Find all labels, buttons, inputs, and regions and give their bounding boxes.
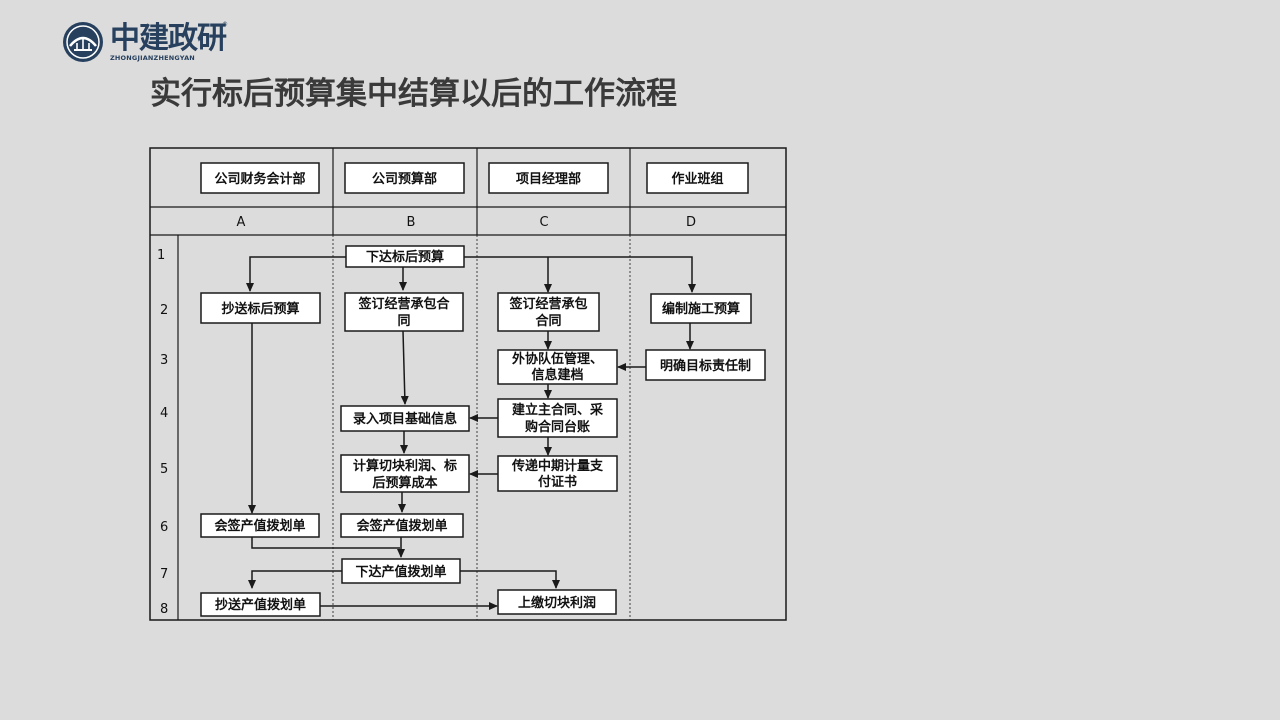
- flow-connectors: [246, 256, 696, 610]
- dept-project: 项目经理部: [516, 171, 581, 187]
- node-text: 信息建档: [531, 367, 583, 383]
- node-text: 合同: [535, 313, 561, 329]
- dept-team: 作业班组: [671, 171, 723, 187]
- node-text: 录入项目基础信息: [353, 411, 457, 427]
- node-text: 签订经营承包: [508, 296, 587, 312]
- page-title: 实行标后预算集中结算以后的工作流程: [150, 76, 677, 112]
- logo-emblem-icon: [63, 22, 103, 62]
- node-text: 外协队伍管理、: [511, 351, 603, 367]
- column-label: B: [407, 215, 416, 230]
- node-text: 会签产值拨划单: [214, 518, 305, 534]
- row-label: 1: [157, 248, 165, 263]
- node-text: 签订经营承包合: [357, 296, 450, 312]
- node-text: 建立主合同、采: [512, 402, 604, 418]
- row-label: 6: [160, 520, 168, 535]
- column-label: C: [539, 215, 548, 230]
- dept-finance: 公司财务会计部: [214, 171, 305, 187]
- row-label: 5: [160, 462, 168, 477]
- node-text: 明确目标责任制: [660, 358, 751, 374]
- node-text: 计算切块利润、标: [353, 458, 457, 474]
- node-text: 下达标后预算: [366, 249, 444, 265]
- node-text: 抄送产值拨划单: [215, 597, 306, 613]
- logo-wordmark: 中建政研: [110, 21, 227, 56]
- node-text: 下达产值拨划单: [355, 564, 446, 580]
- row-labels: 1 2 3 4 5 6 7 8: [157, 248, 168, 617]
- department-headers: 公司财务会计部 公司预算部 项目经理部 作业班组: [200, 162, 749, 194]
- column-label: A: [237, 215, 246, 230]
- process-nodes: 下达标后预算 抄送标后预算 签订经营承包合 同 签订经营承包 合同 编制施工预算…: [200, 245, 766, 617]
- node-text: 购合同台账: [525, 419, 590, 435]
- row-label: 4: [160, 406, 168, 421]
- column-label: D: [686, 215, 696, 230]
- node-text: 上缴切块利润: [518, 595, 596, 611]
- node-text: 会签产值拨划单: [356, 518, 447, 534]
- logo-subtext: ZHONGJIANZHENGYAN: [110, 54, 195, 62]
- row-label: 3: [160, 353, 168, 368]
- row-label: 2: [160, 303, 168, 318]
- row-label: 8: [160, 602, 168, 617]
- dept-budget: 公司预算部: [372, 171, 437, 187]
- node-text: 抄送标后预算: [221, 301, 299, 317]
- node-text: 付证书: [538, 474, 577, 490]
- node-text: 传递中期计量支: [511, 458, 604, 474]
- node-text: 后预算成本: [372, 475, 437, 491]
- column-labels: A B C D: [237, 215, 696, 230]
- node-text: 同: [397, 314, 410, 329]
- row-label: 7: [160, 567, 168, 582]
- registered-mark: ®: [222, 21, 228, 28]
- table-grid: [149, 147, 787, 621]
- node-text: 编制施工预算: [662, 301, 740, 317]
- company-logo: 中建政研 ® ZHONGJIANZHENGYAN: [62, 21, 232, 65]
